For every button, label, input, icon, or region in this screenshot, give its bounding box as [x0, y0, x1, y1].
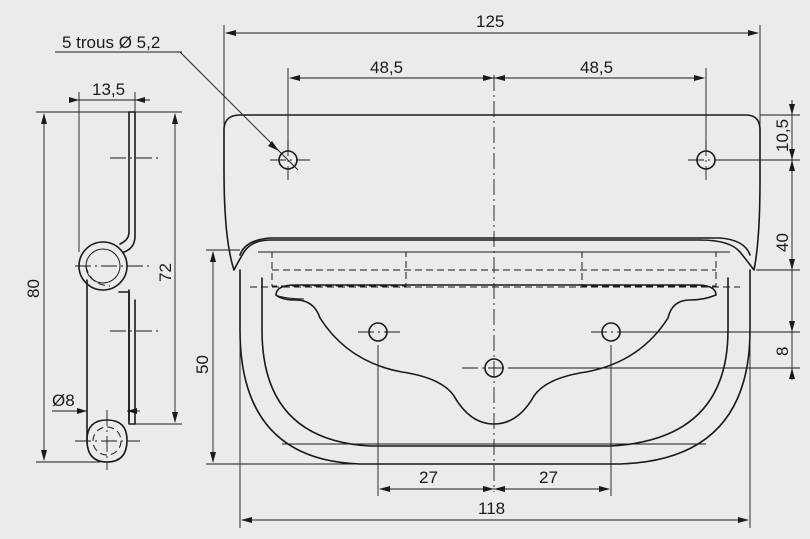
dim-13-5-arrow-right [135, 97, 145, 103]
dim-80-arrow-top [41, 113, 47, 124]
dim-80-label: 80 [24, 279, 43, 298]
dim-50-label: 50 [193, 355, 212, 374]
hinge-slot-right [581, 251, 717, 287]
side-rod-bottom [86, 419, 128, 463]
holes-leader-arrow [268, 141, 279, 151]
side-lower-plate [118, 291, 136, 425]
lower-plate-inner [277, 295, 305, 300]
holes-note-label: 5 trous Ø 5,2 [62, 33, 160, 52]
dim-105-arrow-bot [789, 160, 795, 171]
dim-48-right-label: 48,5 [580, 58, 613, 77]
holes-leader [179, 51, 299, 171]
dim-8-label: 8 [773, 347, 792, 356]
dim-125-arrow-left [225, 30, 236, 36]
dim-80-arrow-bot [41, 450, 47, 461]
side-plate-inner [119, 111, 130, 245]
dim-rod-label: Ø8 [52, 391, 75, 410]
dim-118-arrow-right [738, 517, 749, 523]
dim-72-arrow-bot [172, 412, 178, 423]
mounting-plate [223, 114, 761, 271]
side-plate [123, 111, 136, 253]
dim-8-arrow-top [789, 321, 795, 332]
dim-40-arrow-top [789, 149, 795, 160]
hinge-bar [239, 237, 751, 256]
dim-48-arrow-4 [694, 75, 705, 81]
dim-8-arrow-bot [789, 368, 795, 379]
dim-50-arrow-top [210, 251, 216, 262]
side-view [36, 92, 182, 470]
dim-13-5-arrow-left [69, 97, 79, 103]
dim-40-arrow-bot [789, 259, 795, 270]
dim-27-arrow-1 [379, 486, 390, 492]
dim-48-arrow-3 [494, 75, 505, 81]
dim-48-arrow-2 [483, 75, 494, 81]
dim-10-5-label: 10,5 [773, 119, 792, 152]
dim-125-arrow-right [748, 30, 759, 36]
dim-72-label: 72 [156, 263, 175, 282]
dim-125-label: 125 [476, 12, 504, 31]
dim-118-label: 118 [478, 499, 505, 518]
side-hinge-dash [85, 265, 111, 287]
dim-48-arrow-1 [289, 75, 300, 81]
dim-rod-arrow-right [127, 408, 137, 414]
dim-27-arrow-2 [483, 486, 494, 492]
dim-27-left-label: 27 [419, 468, 438, 487]
dim-27-arrow-4 [599, 486, 610, 492]
dim-13-5-label: 13,5 [92, 80, 125, 99]
front-view [55, 25, 800, 528]
dim-48-left-label: 48,5 [370, 58, 403, 77]
handle-inner [261, 277, 729, 447]
lower-plate [275, 284, 717, 425]
dim-72-arrow-top [172, 113, 178, 124]
handle-outer [239, 269, 751, 465]
dim-27-right-label: 27 [539, 468, 558, 487]
hinge-slot-left [271, 251, 407, 287]
dim-118-arrow-left [241, 517, 252, 523]
dim-50-arrow-bot [210, 452, 216, 463]
dim-40-label: 40 [773, 233, 792, 252]
dim-105-arrow-top [789, 104, 795, 115]
dim-27-arrow-3 [494, 486, 505, 492]
dim-rod-arrow-left [77, 408, 87, 414]
